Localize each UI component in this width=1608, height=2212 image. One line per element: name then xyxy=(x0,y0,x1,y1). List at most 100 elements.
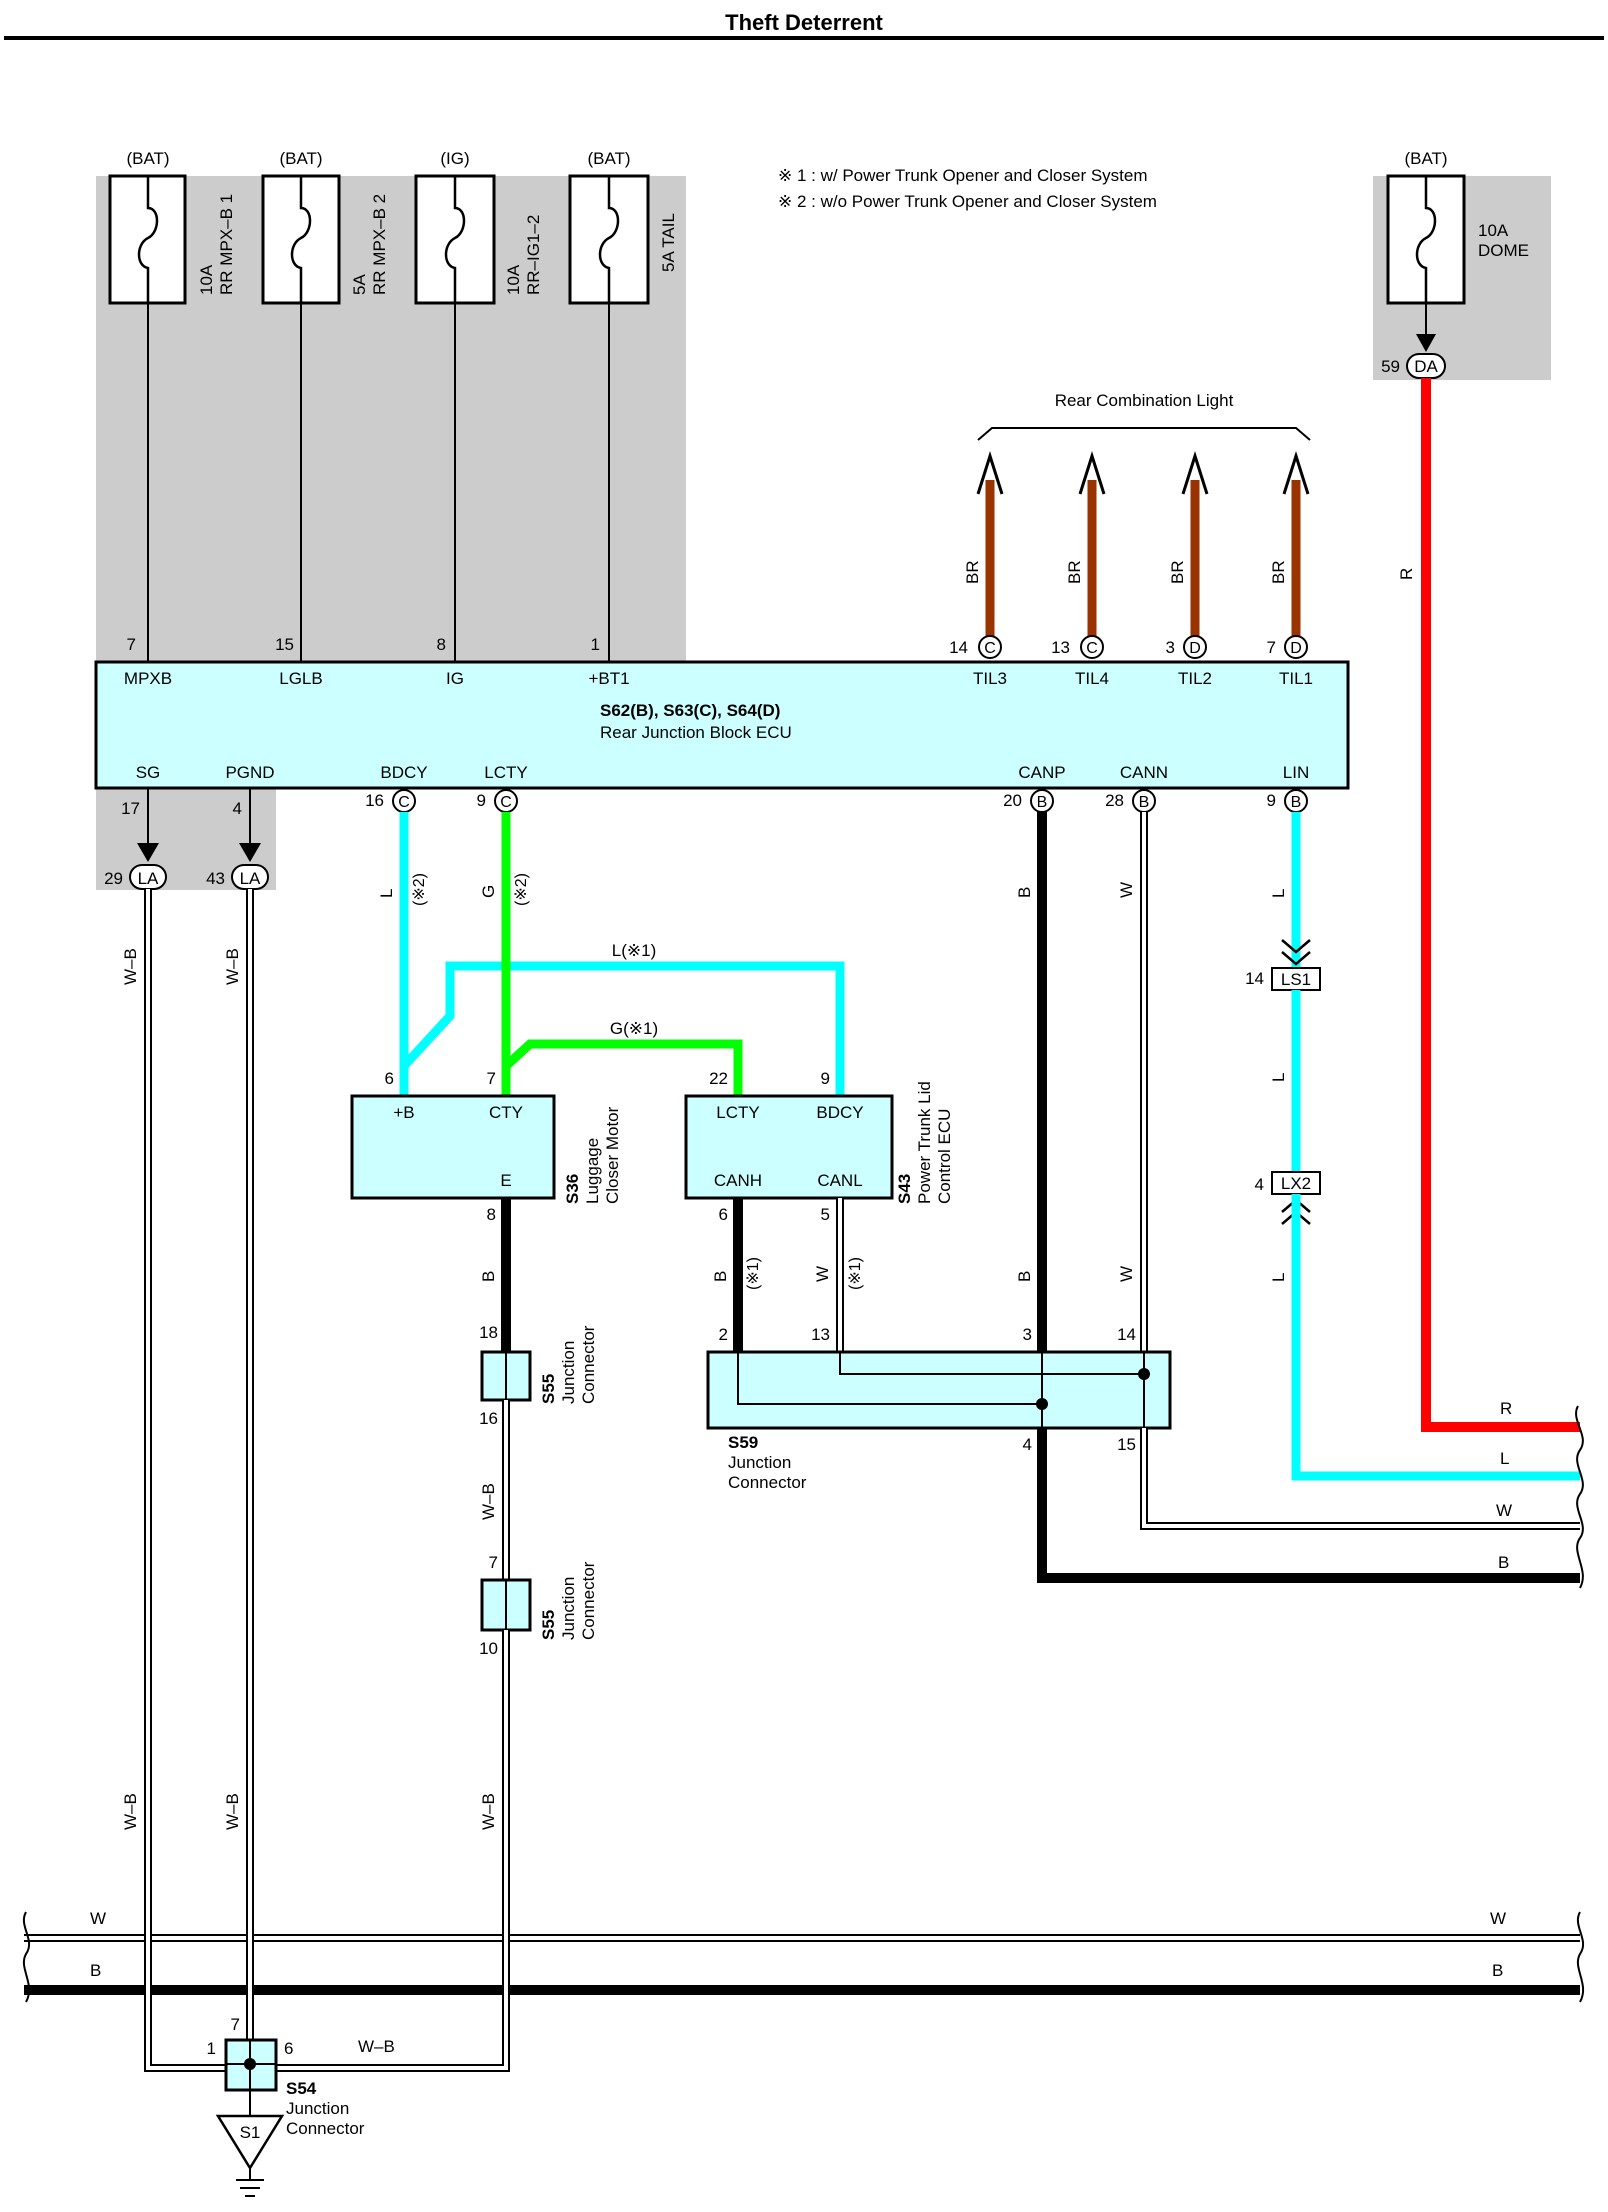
s59-node-canp xyxy=(1036,1398,1048,1410)
conn-label: D xyxy=(1189,640,1201,657)
s55b-pin-out: 10 xyxy=(479,1639,498,1658)
wire-label-lx2: L xyxy=(1269,1273,1288,1282)
wire-label-l1: L(※1) xyxy=(612,941,656,960)
ecu-term-bdcy: BDCY xyxy=(380,763,427,782)
arrow-up-icon xyxy=(976,451,1004,495)
output-til3: BR 14 C xyxy=(949,451,1004,659)
motor-term-cty: CTY xyxy=(489,1103,523,1122)
fuse-rating: 5A xyxy=(350,274,369,295)
conn-d xyxy=(1183,635,1207,659)
conn-d xyxy=(1284,635,1308,659)
bus-w-right-label: W xyxy=(1490,1909,1506,1928)
motor-code: S36 xyxy=(563,1174,582,1204)
wire-wb-label: W–B xyxy=(223,1793,242,1830)
pin-bt1: 1 xyxy=(591,635,600,654)
output-til1: BR 7 D xyxy=(1267,451,1310,659)
arrow-up-icon xyxy=(1181,451,1209,495)
wire-wb-label: W–B xyxy=(121,948,140,985)
conn-c xyxy=(978,635,1002,659)
wire-note-bdcy: (※2) xyxy=(411,873,428,906)
ecu-term-lcty: LCTY xyxy=(484,763,527,782)
motor-name1: Luggage xyxy=(583,1138,602,1204)
fuse-icon xyxy=(1415,176,1437,303)
wire-label: BR xyxy=(963,560,982,584)
wire-label-canl: W xyxy=(813,1266,832,1282)
fuse-rating: 10A xyxy=(1478,221,1509,240)
ecu-term-til3: TIL3 xyxy=(973,669,1007,688)
motor-pin-e: 8 xyxy=(487,1205,496,1224)
s59-name2: Connector xyxy=(728,1473,807,1492)
motor-pin-b: 6 xyxy=(385,1069,394,1088)
ecu-term-pgnd: PGND xyxy=(225,763,274,782)
fuse-icon xyxy=(444,176,466,303)
wire-label-ls1: L xyxy=(1269,1073,1288,1082)
s59-pin-13: 13 xyxy=(811,1325,830,1344)
trunk-term-canh: CANH xyxy=(714,1171,762,1190)
s59-box xyxy=(706,1350,1172,1430)
ecu-term-til1: TIL1 xyxy=(1279,669,1313,688)
fuse-tail: (BAT) 5A TAIL xyxy=(568,149,678,305)
ecu-term-sg: SG xyxy=(136,763,161,782)
ecu-term-cann: CANN xyxy=(1120,763,1168,782)
s59-pin-3: 3 xyxy=(1023,1325,1032,1344)
s59-link-canl xyxy=(839,1352,1145,1375)
trunk-ecu-box xyxy=(684,1094,894,1200)
s55a-name2: Connector xyxy=(579,1325,598,1404)
pin: 13 xyxy=(1051,638,1070,657)
s59-name1: Junction xyxy=(728,1453,791,1472)
wire-g1 xyxy=(502,1039,743,1096)
conn-c-bdcy-label: C xyxy=(398,794,410,811)
fuse-rating: 10A xyxy=(504,264,523,295)
conn-ls1-label: LS1 xyxy=(1281,970,1311,989)
ecu-term-mpxb: MPXB xyxy=(124,669,172,688)
wire-label: BR xyxy=(1168,560,1187,584)
motor-pin-cty: 7 xyxy=(487,1069,496,1088)
trunk-pin-bdcy: 9 xyxy=(821,1069,830,1088)
s54-name1: Junction xyxy=(286,2099,349,2118)
trunk-pin-lcty: 22 xyxy=(709,1069,728,1088)
exit-label-l: L xyxy=(1500,1449,1509,1468)
conn-la29-label: LA xyxy=(138,869,159,888)
motor-term-b: +B xyxy=(393,1103,414,1122)
wire-wb-label: W–B xyxy=(121,1793,140,1830)
wire-label-canh: B xyxy=(711,1271,730,1282)
trunk-code: S43 xyxy=(895,1174,914,1204)
trunk-name2: Control ECU xyxy=(935,1109,954,1204)
wire-dome-r-label: R xyxy=(1397,568,1416,580)
wire-label-s55: W–B xyxy=(479,1483,498,1520)
conn-b-lin-label: B xyxy=(1291,794,1302,811)
wire-wb-left1-core xyxy=(146,889,250,2070)
exit-label-w: W xyxy=(1496,1501,1512,1520)
wire-label-lcty: G xyxy=(479,885,498,898)
pin-lglb: 15 xyxy=(275,635,294,654)
wire-note-lcty: (※2) xyxy=(513,873,530,906)
wire-s59-w-out-core xyxy=(1142,1428,1580,1528)
wire-wb-left1 xyxy=(144,889,250,2072)
s54-pin-7: 7 xyxy=(231,2015,240,2034)
fuse-source: (BAT) xyxy=(279,149,322,168)
s55b-pin-in: 7 xyxy=(489,1553,498,1572)
wire-note-canh: (※1) xyxy=(745,1257,762,1290)
pin-lcty: 9 xyxy=(477,791,486,810)
fuse-name: 5A TAIL xyxy=(659,213,678,272)
s59-pin-14: 14 xyxy=(1117,1325,1136,1344)
conn-la43-label: LA xyxy=(240,869,261,888)
s54-code: S54 xyxy=(286,2079,317,2098)
s54-pin-1: 1 xyxy=(207,2039,216,2058)
wire-s59-b-out xyxy=(1037,1428,1580,1583)
arrow-down-icon xyxy=(137,843,159,862)
fuse-icon xyxy=(137,176,159,303)
fuse-name: RR MPX–B 2 xyxy=(370,194,389,295)
break-icon xyxy=(1575,1405,1584,1589)
pin-dome: 59 xyxy=(1381,357,1400,376)
fuse-source: (BAT) xyxy=(1404,149,1447,168)
wire-label: BR xyxy=(1269,560,1288,584)
motor-box xyxy=(350,1094,556,1200)
pin-canp: 20 xyxy=(1003,791,1022,810)
trunk-pin-canh: 6 xyxy=(719,1205,728,1224)
s55b-name2: Connector xyxy=(579,1561,598,1640)
fuse-name: DOME xyxy=(1478,241,1529,260)
s59-link-canh xyxy=(737,1352,1042,1405)
ground-triangle xyxy=(215,2114,285,2171)
